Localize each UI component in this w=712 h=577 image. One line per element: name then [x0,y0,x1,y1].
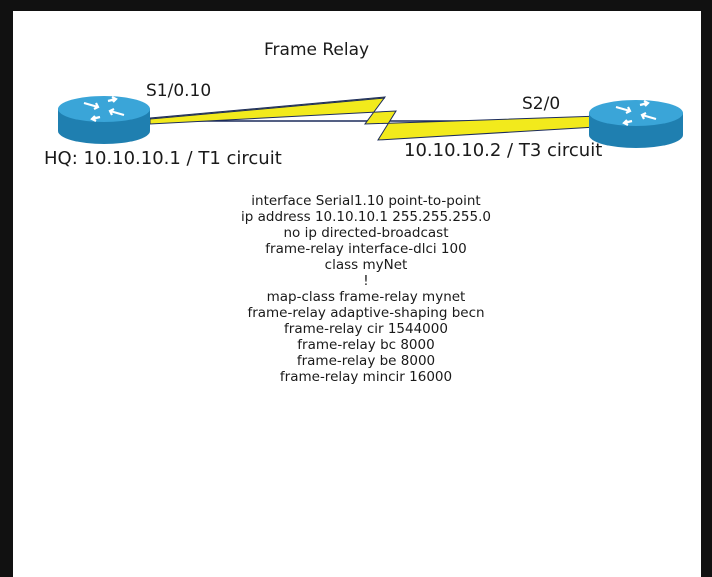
diagram-title: Frame Relay [264,40,370,60]
left-router-caption: HQ: 10.10.10.1 / T1 circuit [44,148,282,169]
right-router-caption: 10.10.10.2 / T3 circuit [404,140,603,161]
serial-link-line-top [149,97,386,120]
config-line: frame-relay mincir 16000 [279,369,453,385]
right-router-icon [589,100,683,148]
config-line: frame-relay bc 8000 [297,337,435,353]
config-line: interface Serial1.10 point-to-point [251,193,481,209]
left-interface-label: S1/0.10 [146,81,212,101]
config-block: interface Serial1.10 point-to-point ip a… [160,193,572,385]
left-router-icon [58,96,150,144]
config-line: frame-relay cir 1544000 [284,321,448,337]
config-line: map-class frame-relay mynet [266,289,466,305]
config-line: frame-relay interface-dlci 100 [265,241,467,257]
config-line: frame-relay adaptive-shaping becn [247,305,485,321]
config-line: ! [363,273,369,289]
config-line: class myNet [324,257,408,273]
config-line: frame-relay be 8000 [296,353,436,369]
config-line: ip address 10.10.10.1 255.255.255.0 [241,209,491,225]
config-line: no ip directed-broadcast [283,225,449,241]
right-interface-label: S2/0 [522,94,561,114]
